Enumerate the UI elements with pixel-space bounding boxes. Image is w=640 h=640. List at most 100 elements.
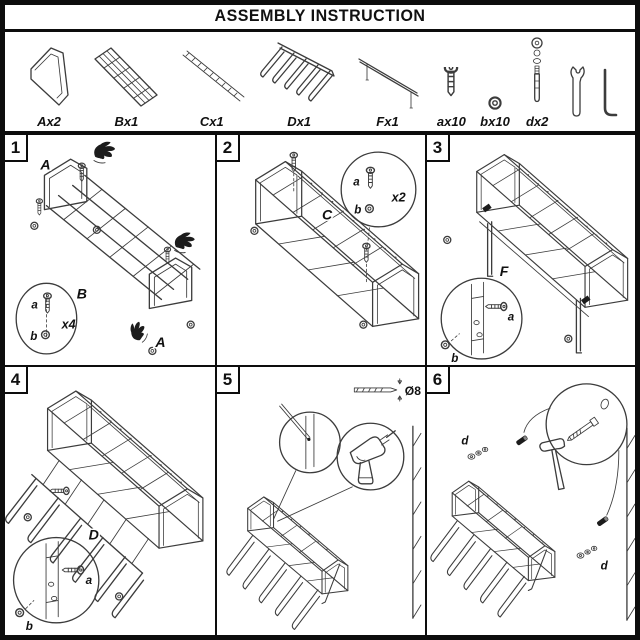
cap-nut-icon xyxy=(250,226,259,236)
step-3-drawing: F a b xyxy=(440,154,629,365)
screw-icon xyxy=(35,198,44,216)
cap-nut-icon xyxy=(488,96,502,110)
callout-a-label: a xyxy=(86,574,93,587)
screw-icon xyxy=(362,242,371,263)
drill-diameter-label: Ø8 xyxy=(405,384,421,398)
label-strip-C: C xyxy=(322,207,333,223)
part-label-B: Bx1 xyxy=(114,114,139,129)
washers-icon xyxy=(467,446,489,460)
cap-nut-icon xyxy=(359,320,368,329)
hardware-callout xyxy=(15,282,78,355)
cap-nut-icon xyxy=(23,513,32,522)
cap-nut-icon xyxy=(114,592,124,601)
step-5-number: 5 xyxy=(217,367,240,394)
detail-callout xyxy=(440,277,523,360)
drill-tool-callout xyxy=(336,422,405,491)
steps-grid: 1 A B A xyxy=(5,135,635,635)
step-1-panel: 1 A B A xyxy=(5,135,215,365)
drill-bit-dimension: Ø8 xyxy=(353,378,421,402)
step-4-number: 4 xyxy=(5,367,28,394)
label-rack-D: D xyxy=(89,528,99,544)
step-6-panel: 6 d d xyxy=(425,365,635,635)
wrench-icon xyxy=(569,66,585,117)
anchor-d-label-right: d xyxy=(601,560,609,573)
step-3-panel: 3 F a b xyxy=(425,135,635,365)
part-item-D: Dx1 xyxy=(260,39,338,129)
wall-hatch xyxy=(626,427,635,621)
callout-b-label: b xyxy=(26,620,33,633)
rack-assembly xyxy=(476,154,629,308)
callout-qty: x2 xyxy=(391,191,406,205)
step-2-panel: 2 C a b x2 xyxy=(215,135,425,365)
callout-screw-icon xyxy=(365,166,376,190)
page-title: ASSEMBLY INSTRUCTION xyxy=(214,7,426,26)
rack-assembly xyxy=(46,390,204,549)
rack-assembly xyxy=(255,160,420,328)
step-6-drawing: d d xyxy=(430,383,635,621)
callout-b-label: b xyxy=(30,330,37,343)
anchor-hammer-callout xyxy=(545,383,628,466)
anchor-d-label-left: d xyxy=(461,434,469,447)
step-1-drawing: A B A a b x4 xyxy=(15,141,201,356)
finished-rack xyxy=(226,496,349,630)
part-label-F: Fx1 xyxy=(376,114,399,129)
press-hand-icon xyxy=(93,141,116,164)
label-rail-F: F xyxy=(500,263,509,279)
part-label-b: bx10 xyxy=(480,114,510,129)
callout-a-label: a xyxy=(353,175,360,188)
anchor-sleeve-icon xyxy=(596,515,610,527)
step-2-drawing: C a b x2 xyxy=(250,151,420,329)
support-rail-icon xyxy=(357,58,419,109)
step-5-panel: 5 Ø8 xyxy=(215,365,425,635)
part-label-D: Dx1 xyxy=(287,114,312,129)
part-label-a: ax10 xyxy=(436,114,466,129)
step-6-number: 6 xyxy=(427,367,450,394)
part-item-C: Cx1 xyxy=(178,43,246,129)
perforated-strip-icon xyxy=(182,50,245,102)
tool-item-hexkey xyxy=(601,62,621,129)
label-shelf-B: B xyxy=(77,285,87,301)
step-5-drawing: Ø8 xyxy=(226,378,422,630)
part-item-b: bx10 xyxy=(480,91,510,129)
callout-a-label: a xyxy=(508,311,515,324)
finished-rack xyxy=(430,480,556,618)
callout-nut-icon xyxy=(40,330,51,340)
callout-nut-icon xyxy=(364,204,375,214)
tool-item-wrench xyxy=(565,56,587,129)
cap-nut-icon xyxy=(564,334,573,343)
part-label-C: Cx1 xyxy=(199,114,224,129)
title-bar: ASSEMBLY INSTRUCTION xyxy=(5,5,635,32)
step-4-drawing: D a b xyxy=(5,390,204,634)
cap-nut-icon xyxy=(443,235,452,245)
callout-screw-icon xyxy=(484,301,508,312)
part-item-B: Bx1 xyxy=(89,43,163,129)
step-3-number: 3 xyxy=(427,135,450,162)
hardware-callout xyxy=(340,151,417,228)
drill-hole-callout xyxy=(278,411,341,474)
support-rail-F xyxy=(486,221,583,354)
callout-a-label: a xyxy=(31,299,38,312)
wire-shelf-icon xyxy=(94,47,159,107)
pointing-hand-icon xyxy=(126,319,151,344)
step-1-number: 1 xyxy=(5,135,28,162)
callout-screw-icon xyxy=(42,292,52,314)
callout-b-label: b xyxy=(354,204,361,217)
label-frame-A-bottom: A xyxy=(154,334,165,350)
cap-nut-icon xyxy=(30,221,39,230)
hammer-icon xyxy=(538,437,575,493)
detail-callout xyxy=(12,536,100,624)
screw-icon xyxy=(444,67,459,97)
part-item-d: dx2 xyxy=(524,37,550,129)
hook-rack-icon xyxy=(260,42,335,102)
anchor-bolt-icon xyxy=(564,416,599,444)
press-hand-icon xyxy=(174,232,196,254)
callout-b-label: b xyxy=(451,352,458,365)
cap-nut-icon xyxy=(186,320,195,329)
callout-qty: x4 xyxy=(61,318,76,332)
part-label-A: Ax2 xyxy=(37,114,61,129)
side-frame-icon xyxy=(30,47,69,106)
parts-list: Ax2 Bx1 Cx1 xyxy=(5,32,635,135)
anchor-bolt-icon xyxy=(531,37,543,103)
drill-icon xyxy=(349,430,396,485)
anchor-sleeve-icon xyxy=(515,434,529,446)
